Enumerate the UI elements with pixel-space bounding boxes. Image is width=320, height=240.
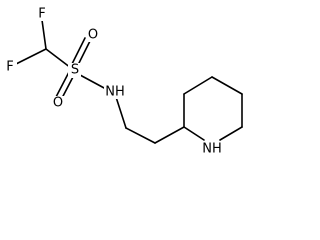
atom-sulfur-label: S [71,63,79,78]
atom-f-left-label: F [6,60,13,75]
bonds [15,19,243,144]
ring-bond-5 [219,126,243,141]
atom-oxygen-bottom: O [51,96,64,111]
ring-bond-2 [183,76,213,95]
bond-c-f-top [41,19,47,50]
atom-f-top: F [35,7,48,22]
bond-c-s [45,48,72,69]
bond-s-o-bottom-a [55,71,70,98]
atom-ring-nh-label: NH [202,142,222,157]
atom-sulfur: S [68,63,81,78]
ring-bond-3 [211,76,243,95]
atom-oxygen-bottom-label: O [53,96,63,111]
atom-ring-nh: NH [201,142,223,157]
bond-s-n [79,74,107,90]
chemical-structure-diagram: F F S O O NH N [4,6,243,157]
bond-ch2-ch2 [125,127,156,144]
chemical-structure-canvas: F F S O O NH N [4,6,243,157]
bond-n-ch2 [115,96,127,129]
atom-f-top-label: F [38,7,45,22]
atom-amine-nh-label: NH [105,85,125,100]
bond-s-o-top-b [76,40,91,68]
bond-ch2-ring [154,126,185,144]
bond-c-f-left [15,48,47,65]
ring-bond-6 [183,126,205,141]
atom-oxygen-top: O [86,28,99,43]
bond-s-o-bottom-b [60,74,75,101]
atom-oxygen-top-label: O [88,28,98,43]
atom-amine-nh: NH [104,85,126,100]
bond-s-o-top-a [71,37,86,65]
atom-f-left: F [4,60,17,75]
atom-labels: F F S O O NH N [4,7,223,157]
